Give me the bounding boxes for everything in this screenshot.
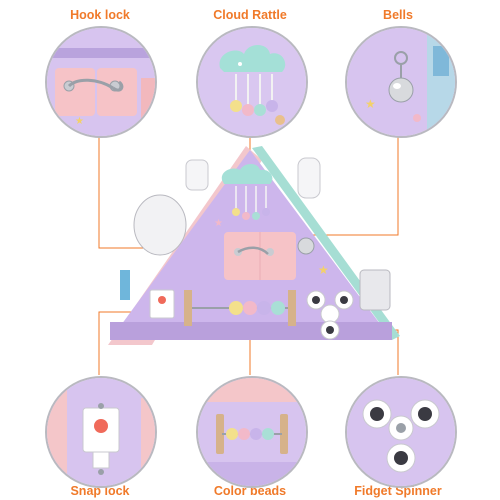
bead	[257, 301, 271, 315]
fidget-spinner-detail	[345, 376, 457, 488]
pyramid-base	[110, 322, 392, 340]
connector-bells	[300, 133, 399, 236]
mirror-icon	[133, 194, 187, 256]
svg-text:★: ★	[365, 97, 376, 111]
svg-text:★: ★	[214, 218, 223, 229]
cloud-rattle-detail	[196, 26, 308, 138]
label-color-beads: Color beads	[213, 484, 287, 498]
svg-text:★: ★	[75, 116, 84, 127]
label-bells: Bells	[383, 8, 413, 22]
label-hook-lock: Hook lock	[70, 8, 130, 22]
snap-lock-detail	[45, 376, 157, 488]
side-tag-blue	[120, 270, 130, 300]
color-beads-detail	[196, 376, 308, 488]
bead	[243, 301, 257, 315]
label-snap-lock: Snap lock	[70, 484, 130, 498]
label-cloud-rattle: Cloud Rattle	[213, 8, 287, 22]
bead	[271, 301, 285, 315]
bead-frame-right	[288, 290, 296, 326]
fidget-spinner	[306, 290, 354, 340]
latch-icon	[359, 269, 391, 311]
bead-frame-left	[184, 290, 192, 326]
hook-lock-detail: ★	[45, 26, 157, 138]
bottle-icon	[297, 157, 321, 199]
bulb-icon	[185, 159, 209, 191]
bead	[229, 301, 243, 315]
cloud-rattle	[221, 164, 273, 184]
svg-text:★: ★	[318, 263, 329, 277]
label-fidget-spinner: Fidget Spinner	[354, 484, 442, 498]
bell	[297, 237, 315, 255]
